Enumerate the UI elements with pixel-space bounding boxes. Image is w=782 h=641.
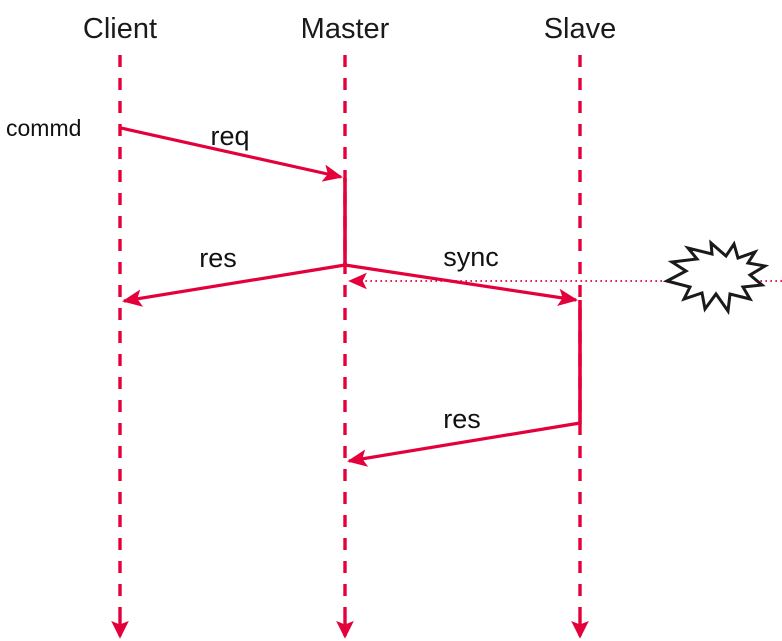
activation-bars xyxy=(343,178,582,424)
message-label-res-to-master: res xyxy=(443,404,481,434)
message-label-req: req xyxy=(210,121,249,151)
annotation-label-commd: commd xyxy=(6,115,81,141)
explosion-icon-shape xyxy=(662,239,770,316)
message-arrow-sync xyxy=(344,263,578,306)
message-arrow-res-to-master xyxy=(347,421,581,467)
message-arrows xyxy=(120,126,782,467)
participant-label-slave: Slave xyxy=(544,13,617,45)
explosion-icon xyxy=(662,239,770,316)
participant-labels: Client Master Slave xyxy=(83,13,616,45)
participant-label-client: Client xyxy=(83,13,157,45)
message-labels: req res sync res xyxy=(199,121,499,434)
participant-label-master: Master xyxy=(301,13,390,45)
message-arrow-res-to-client xyxy=(122,263,346,307)
message-label-res-to-client: res xyxy=(199,243,237,273)
message-arrow-req xyxy=(120,126,343,182)
message-label-sync: sync xyxy=(443,242,499,272)
annotations: commd xyxy=(6,115,81,141)
